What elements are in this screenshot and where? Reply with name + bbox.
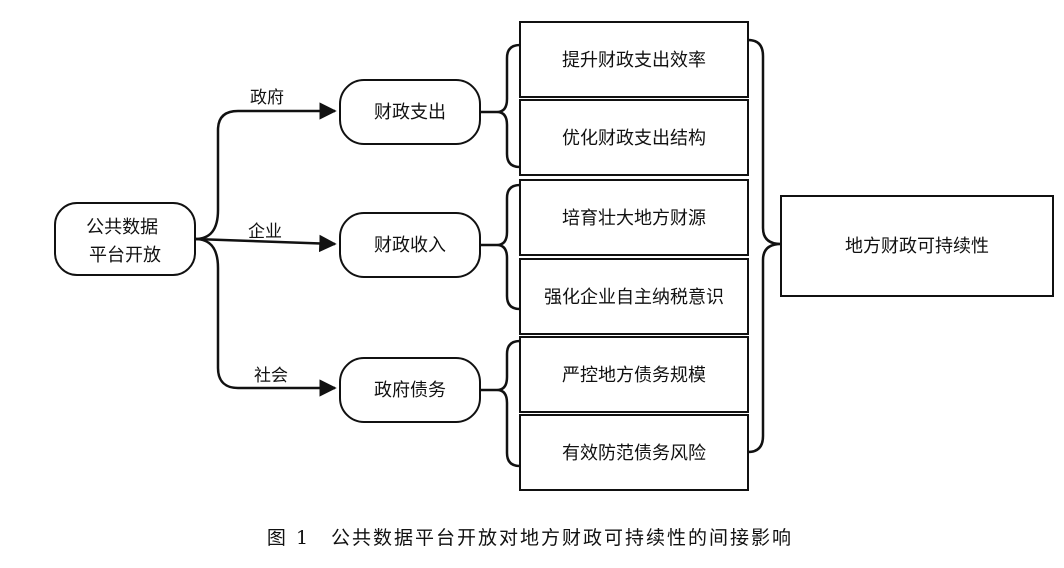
svg-text:有效防范债务风险: 有效防范债务风险 <box>562 443 706 464</box>
source-node: 公共数据 平台开放 <box>54 202 196 276</box>
svg-text:财政支出: 财政支出 <box>374 102 446 123</box>
edge-label-enterprise: 企业 <box>248 222 282 242</box>
branch-connector <box>194 237 337 397</box>
svg-text:培育壮大地方财源: 培育壮大地方财源 <box>562 208 706 229</box>
detail-box: 提升财政支出效率 <box>519 21 749 98</box>
branch-connector <box>194 102 337 241</box>
left-brace <box>496 339 521 468</box>
svg-text:公共数据 平台开放: 公共数据 平台开放 <box>86 217 164 266</box>
source-node-line1: 公共数据 <box>86 217 158 238</box>
detail-box: 强化企业自主纳税意识 <box>519 258 749 335</box>
middle-node-revenue: 财政收入 <box>339 212 481 278</box>
result-node: 地方财政可持续性 <box>780 195 1054 297</box>
middle-node-debt: 政府债务 <box>339 357 481 423</box>
svg-text:地方财政可持续性: 地方财政可持续性 <box>845 236 989 257</box>
svg-text:优化财政支出结构: 优化财政支出结构 <box>562 128 706 149</box>
left-brace <box>496 43 521 169</box>
detail-box: 优化财政支出结构 <box>519 99 749 176</box>
svg-text:严控地方债务规模: 严控地方债务规模 <box>562 365 706 386</box>
branch-connector <box>194 234 337 253</box>
source-node-line2: 平台开放 <box>89 245 161 266</box>
figure-caption: 图 1 公共数据平台开放对地方财政可持续性的间接影响 <box>267 527 793 549</box>
edge-label-society: 社会 <box>254 366 288 386</box>
left-brace <box>496 183 521 311</box>
svg-text:财政收入: 财政收入 <box>374 235 446 256</box>
svg-text:政府债务: 政府债务 <box>374 380 446 401</box>
right-brace <box>747 38 782 454</box>
middle-node-expenditure: 财政支出 <box>339 79 481 145</box>
edge-label-government: 政府 <box>250 88 284 108</box>
svg-text:强化企业自主纳税意识: 强化企业自主纳税意识 <box>544 287 724 308</box>
detail-box: 有效防范债务风险 <box>519 414 749 491</box>
detail-box: 培育壮大地方财源 <box>519 179 749 256</box>
detail-box: 严控地方债务规模 <box>519 336 749 413</box>
svg-text:提升财政支出效率: 提升财政支出效率 <box>562 50 706 71</box>
